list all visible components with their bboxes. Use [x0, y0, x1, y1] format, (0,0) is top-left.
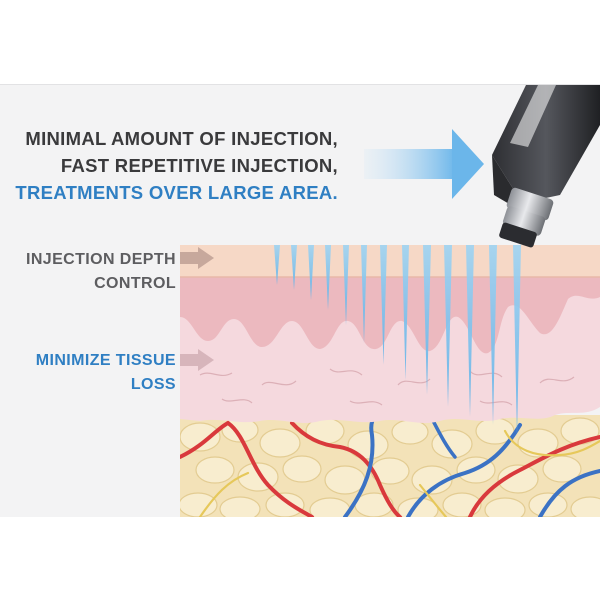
minimize-tissue-label: MINIMIZE TISSUE LOSS — [36, 349, 176, 397]
headline-line-1: MINIMAL AMOUNT OF INJECTION, — [25, 128, 338, 149]
skin-diagram — [180, 85, 600, 517]
injection-depth-label: INJECTION DEPTH CONTROL — [26, 248, 176, 296]
epidermis-layer — [180, 245, 600, 278]
injection-depth-label-line-1: INJECTION DEPTH — [25, 251, 176, 268]
headline-line-2: FAST REPETITIVE INJECTION, — [60, 155, 338, 176]
injector-handpiece-icon — [492, 85, 600, 248]
minimize-tissue-label-line-2: LOSS — [130, 376, 176, 393]
diagram-panel: MINIMAL AMOUNT OF INJECTION, FAST REPETI… — [0, 84, 600, 517]
fat-layer — [180, 415, 600, 517]
injection-depth-label-line-2: CONTROL — [94, 275, 176, 292]
arrow-right-icon — [180, 349, 214, 371]
headline-line-3: TREATMENTS OVER LARGE AREA. — [15, 182, 338, 203]
dermis-layer — [180, 275, 600, 423]
injection-needles — [274, 245, 521, 437]
minimize-tissue-label-line-1: MINIMIZE TISSUE — [35, 352, 176, 369]
arrow-right-icon — [364, 129, 484, 199]
arrow-right-icon — [180, 247, 214, 269]
headline: MINIMAL AMOUNT OF INJECTION, FAST REPETI… — [15, 125, 338, 206]
